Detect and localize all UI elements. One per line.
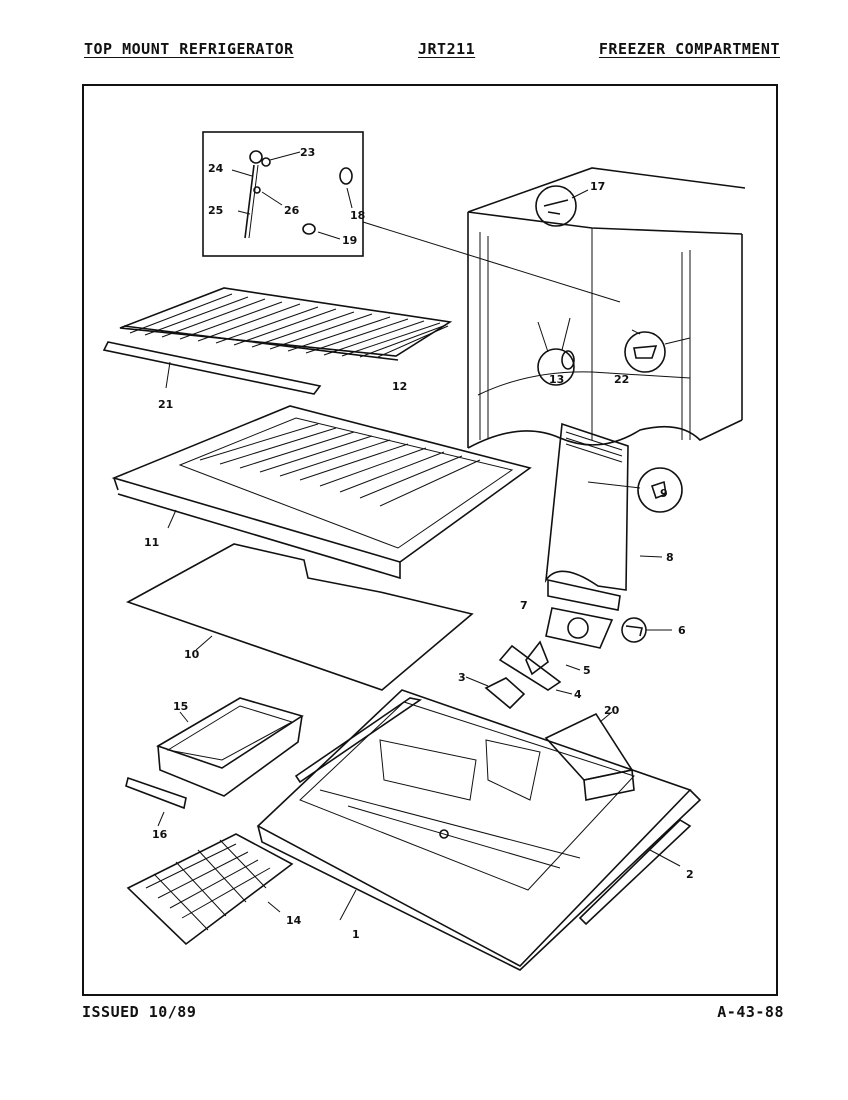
issued-date: ISSUED 10/89 [82, 1003, 197, 1021]
callout-8: 8 [666, 551, 674, 564]
callout-11: 11 [144, 536, 159, 549]
ice-cube-tray [126, 833, 294, 946]
callout-16: 16 [152, 828, 168, 841]
freezer-shelf-tray [111, 405, 532, 580]
callout-5: 5 [583, 664, 591, 677]
callout-25: 25 [208, 204, 223, 217]
basket-rail [125, 776, 187, 827]
diagram-frame [82, 84, 778, 996]
wire-shelf [119, 287, 453, 361]
callout-7: 7 [520, 599, 528, 612]
callout-21: 21 [158, 398, 173, 411]
callout-19: 19 [342, 234, 357, 247]
callout-4: 4 [574, 688, 582, 701]
shelf-retainer [102, 341, 322, 395]
callout-17: 17 [590, 180, 605, 193]
callout-6: 6 [678, 624, 686, 637]
callout-10: 10 [184, 648, 200, 661]
callout-12: 12 [392, 380, 407, 393]
header-section: FREEZER COMPARTMENT [598, 40, 780, 58]
header-model: JRT211 [418, 40, 476, 58]
callout-22: 22 [614, 373, 629, 386]
callout-23: 23 [300, 146, 315, 159]
callout-18: 18 [350, 209, 365, 222]
callout-24: 24 [208, 162, 224, 175]
inset-box [202, 131, 621, 303]
page-code: A-43-88 [717, 1003, 784, 1021]
callout-1: 1 [352, 928, 360, 941]
header-title: TOP MOUNT REFRIGERATOR [84, 40, 294, 58]
air-duct [544, 422, 683, 611]
callout-3: 3 [458, 671, 466, 684]
freezer-basket [156, 697, 304, 797]
callout-20: 20 [604, 704, 620, 717]
fan-motor-assembly [465, 640, 581, 710]
fan-bracket [545, 607, 672, 649]
callout-9: 9 [660, 487, 668, 500]
callout-2: 2 [686, 868, 694, 881]
callout-13: 13 [549, 373, 564, 386]
callout-26: 26 [284, 204, 300, 217]
callout-14: 14 [286, 914, 302, 927]
freezer-floor-pan [256, 689, 702, 971]
callout-15: 15 [173, 700, 188, 713]
cover-panel [126, 543, 474, 691]
freezer-cabinet [467, 167, 746, 449]
